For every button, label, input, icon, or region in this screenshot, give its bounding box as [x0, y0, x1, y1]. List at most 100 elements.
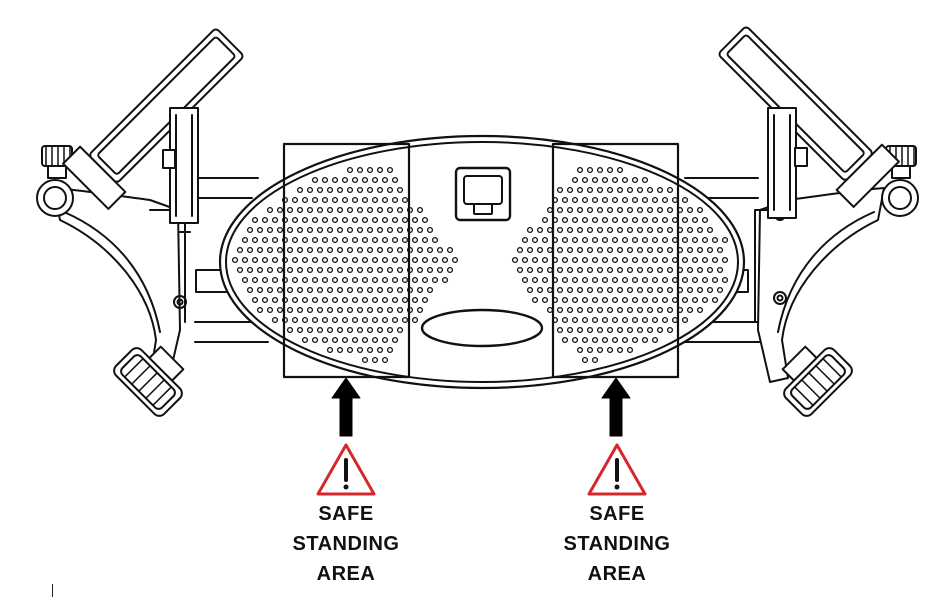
grip-dot	[376, 326, 384, 334]
grip-dot	[261, 236, 269, 244]
grip-dot	[266, 266, 274, 274]
grip-dot	[321, 276, 329, 284]
grip-dot	[626, 246, 634, 254]
grip-dot	[586, 246, 594, 254]
grip-dot	[371, 216, 379, 224]
grip-dot	[356, 286, 364, 294]
grip-dot	[656, 206, 664, 214]
grip-dot	[641, 236, 649, 244]
grip-dot	[311, 196, 319, 204]
grip-dot	[571, 236, 579, 244]
grip-dot	[706, 266, 714, 274]
grip-dot	[576, 206, 584, 214]
grip-dot	[621, 316, 629, 324]
grip-dot	[621, 176, 629, 184]
grip-dot	[391, 216, 399, 224]
grip-dot	[361, 176, 369, 184]
grip-dot	[346, 206, 354, 214]
grip-dot	[596, 306, 604, 314]
grip-dot	[586, 226, 594, 234]
grip-dot	[621, 216, 629, 224]
grip-dot	[531, 256, 539, 264]
grip-dot	[276, 206, 284, 214]
grip-dot	[341, 276, 349, 284]
grip-dot	[646, 186, 654, 194]
grip-dot	[616, 346, 624, 354]
up-arrow-icon	[331, 377, 361, 437]
up-arrow-icon	[601, 377, 631, 437]
grip-dot	[411, 216, 419, 224]
grip-dot	[256, 306, 264, 314]
grip-dot	[436, 246, 444, 254]
grip-dot	[306, 186, 314, 194]
grip-dot	[581, 356, 589, 364]
grip-dot	[341, 296, 349, 304]
grip-dot	[606, 326, 614, 334]
grip-dot	[586, 346, 594, 354]
grip-dot	[416, 206, 424, 214]
grip-dot	[656, 266, 664, 274]
grip-dot	[351, 256, 359, 264]
grip-dot	[326, 346, 334, 354]
grip-dot	[646, 226, 654, 234]
grip-dot	[286, 206, 294, 214]
grip-dot	[696, 306, 704, 314]
grip-dot	[611, 196, 619, 204]
grip-dot	[606, 166, 614, 174]
grip-dot	[356, 206, 364, 214]
grip-dot	[666, 266, 674, 274]
grip-dot	[401, 196, 409, 204]
right-side-assembly	[718, 26, 919, 417]
grip-dot	[666, 206, 674, 214]
grip-dot	[561, 256, 569, 264]
grip-dot	[541, 236, 549, 244]
grip-dot	[651, 336, 659, 344]
grip-dot	[356, 186, 364, 194]
grip-dot	[276, 306, 284, 314]
grip-dot	[586, 306, 594, 314]
grip-dot	[331, 296, 339, 304]
grip-dot	[291, 216, 299, 224]
grip-dot	[411, 256, 419, 264]
grip-dot	[321, 216, 329, 224]
grip-dot	[421, 296, 429, 304]
grip-dot	[311, 276, 319, 284]
grip-dot	[606, 226, 614, 234]
grip-dot	[531, 276, 539, 284]
grip-dot	[601, 176, 609, 184]
grip-dot	[691, 236, 699, 244]
grip-dot	[381, 216, 389, 224]
grip-dot	[641, 296, 649, 304]
grip-dot	[356, 346, 364, 354]
grip-dot	[656, 186, 664, 194]
grip-dot	[311, 236, 319, 244]
grip-dot	[526, 266, 534, 274]
grip-dot	[681, 236, 689, 244]
grip-dot	[581, 236, 589, 244]
grip-dot	[596, 246, 604, 254]
grip-dot	[696, 286, 704, 294]
grip-dot	[386, 326, 394, 334]
grip-dot	[626, 186, 634, 194]
grip-dot	[561, 236, 569, 244]
grip-dot	[326, 226, 334, 234]
grip-dot	[596, 266, 604, 274]
warning-triangle-icon	[587, 443, 647, 496]
grip-dot	[376, 166, 384, 174]
grip-dot	[291, 256, 299, 264]
grip-dot	[631, 276, 639, 284]
grip-dot	[326, 186, 334, 194]
grip-dot	[561, 196, 569, 204]
grip-dot	[241, 276, 249, 284]
grip-dot	[591, 336, 599, 344]
grip-dot	[341, 176, 349, 184]
grip-dot	[606, 206, 614, 214]
grip-dot	[656, 326, 664, 334]
grip-dot	[626, 226, 634, 234]
grip-dot	[316, 326, 324, 334]
grip-dot	[576, 246, 584, 254]
grip-dot	[261, 276, 269, 284]
grip-dot	[721, 256, 729, 264]
grip-dot	[396, 266, 404, 274]
grip-dot	[331, 196, 339, 204]
